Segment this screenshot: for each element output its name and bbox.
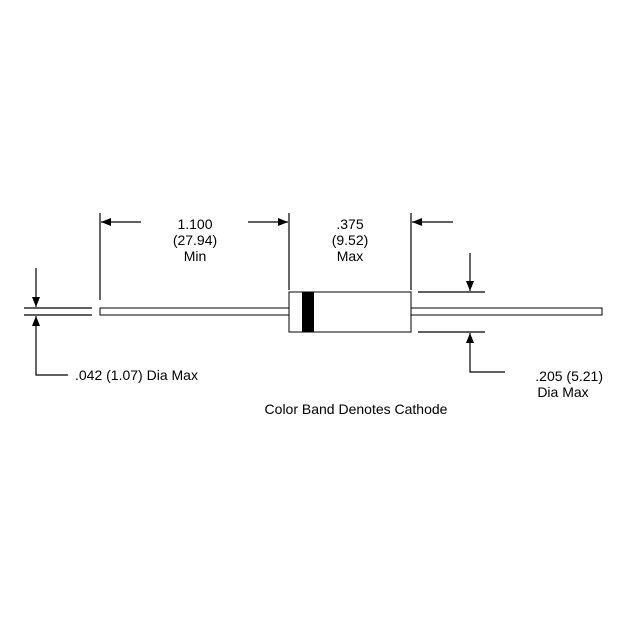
body-length-qualifier: Max xyxy=(337,248,363,264)
body-length-inch: .375 xyxy=(336,216,363,232)
lead-length-inch: 1.100 xyxy=(177,216,212,232)
body-diameter-line2: Dia Max xyxy=(537,384,588,400)
lead-length-qualifier: Min xyxy=(184,248,207,264)
arrow-up-icon xyxy=(32,316,68,376)
lead-diameter-dimension: .042 (1.07) Dia Max xyxy=(32,268,198,383)
lead-length-dimension: 1.100 (27.94) Min xyxy=(101,216,288,264)
body-diameter-line1: .205 (5.21) xyxy=(535,368,603,384)
lead-stub-left xyxy=(24,307,92,316)
cathode-band xyxy=(302,292,314,332)
body-diameter-dimension: .205 (5.21) Dia Max xyxy=(418,253,603,400)
arrow-up-icon xyxy=(466,333,505,373)
body-length-mm: (9.52) xyxy=(332,232,369,248)
body-length-dimension: .375 (9.52) Max xyxy=(332,216,453,264)
lead-right xyxy=(410,307,603,316)
caption: Color Band Denotes Cathode xyxy=(265,401,448,417)
lead-length-mm: (27.94) xyxy=(173,232,217,248)
lead-diameter-label: .042 (1.07) Dia Max xyxy=(75,367,198,383)
lead-left xyxy=(99,307,290,316)
extension-lines xyxy=(99,213,412,300)
